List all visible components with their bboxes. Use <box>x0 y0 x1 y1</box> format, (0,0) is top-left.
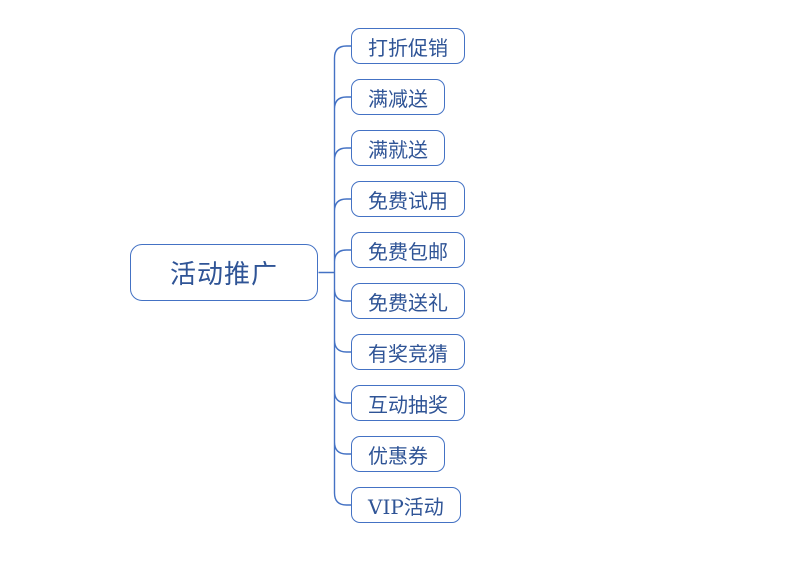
branch-node-label: 打折促销 <box>368 35 448 60</box>
branch-node-label: 免费包邮 <box>368 239 448 264</box>
root-node[interactable]: 活动推广 <box>130 244 318 301</box>
branch-node[interactable]: 满减送 <box>351 79 445 115</box>
branch-node-label: 免费送礼 <box>368 290 448 315</box>
branch-node-label: 满就送 <box>368 137 428 162</box>
branch-node-label: 免费试用 <box>368 188 448 213</box>
branch-node-label: 互动抽奖 <box>368 392 448 417</box>
branch-node[interactable]: 满就送 <box>351 130 445 166</box>
branch-node[interactable]: 互动抽奖 <box>351 385 465 421</box>
branch-node[interactable]: 免费试用 <box>351 181 465 217</box>
branch-node[interactable]: 优惠券 <box>351 436 445 472</box>
branch-node-label: 满减送 <box>368 86 428 111</box>
branch-node[interactable]: 打折促销 <box>351 28 465 64</box>
branch-node[interactable]: 有奖竞猜 <box>351 334 465 370</box>
branch-node[interactable]: 免费包邮 <box>351 232 465 268</box>
root-node-label: 活动推广 <box>169 260 278 290</box>
branch-node-label: 有奖竞猜 <box>368 341 448 366</box>
branch-node[interactable]: VIP活动 <box>351 487 461 523</box>
branch-node[interactable]: 免费送礼 <box>351 283 465 319</box>
branch-node-label: 优惠券 <box>368 443 428 468</box>
branch-node-label: VIP活动 <box>368 494 444 519</box>
